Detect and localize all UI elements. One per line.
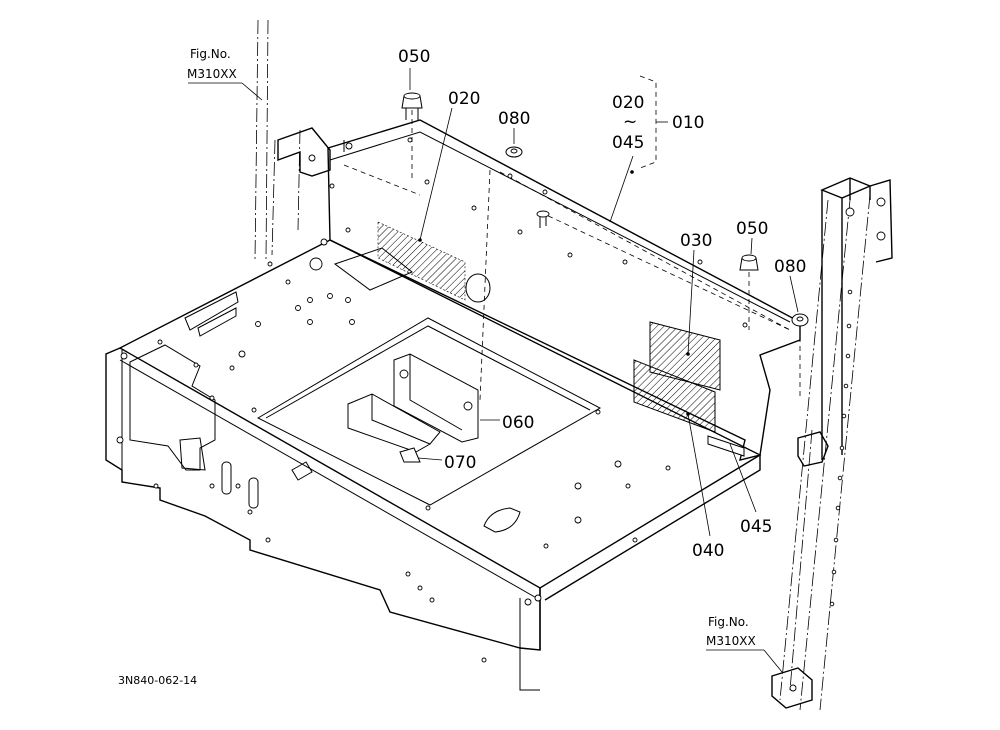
- bottom-right-bracket: [771, 667, 813, 709]
- callout-010-range-tilde: ~: [623, 112, 637, 132]
- fastener-axes: [411, 110, 801, 401]
- callout-040: 040: [692, 541, 724, 561]
- callout-080-top: 080: [498, 109, 530, 129]
- leader-lines: [188, 68, 799, 673]
- callout-010: 010: [672, 113, 704, 133]
- callout-020: 020: [448, 89, 480, 109]
- right-mid-bracket: [797, 431, 829, 467]
- strip-045: [707, 435, 745, 457]
- floor-panel: [105, 238, 762, 691]
- left-bracket: [277, 127, 331, 177]
- drawing-number: 3N840-062-14: [118, 674, 197, 687]
- fig-ref-top-left-line2: M310XX: [187, 67, 237, 81]
- bolt-050b: [739, 254, 759, 271]
- bolt-050a: [401, 92, 423, 120]
- bracket-070: [347, 393, 441, 463]
- callout-050-top: 050: [398, 47, 430, 67]
- right-post: [820, 177, 893, 607]
- callout-010-range-end: 045: [612, 133, 644, 153]
- callout-050-right: 050: [736, 219, 768, 239]
- callout-030: 030: [680, 231, 712, 251]
- fig-ref-bottom-right-line2: M310XX: [706, 634, 756, 648]
- nut-080a: [505, 146, 523, 158]
- pad-020: [377, 221, 466, 301]
- right-frame-rails: [779, 194, 871, 711]
- left-frame-rails: [254, 19, 301, 261]
- rear-panel: [327, 119, 801, 461]
- fig-ref-top-left-line1: Fig.No.: [190, 47, 231, 61]
- callout-010-range-start: 020: [612, 93, 644, 113]
- callout-080-right: 080: [774, 257, 806, 277]
- fig-ref-bottom-right-line1: Fig.No.: [708, 615, 749, 629]
- nut-080b: [791, 313, 809, 327]
- callout-070: 070: [444, 453, 476, 473]
- callout-045: 045: [740, 517, 772, 537]
- callout-060: 060: [502, 413, 534, 433]
